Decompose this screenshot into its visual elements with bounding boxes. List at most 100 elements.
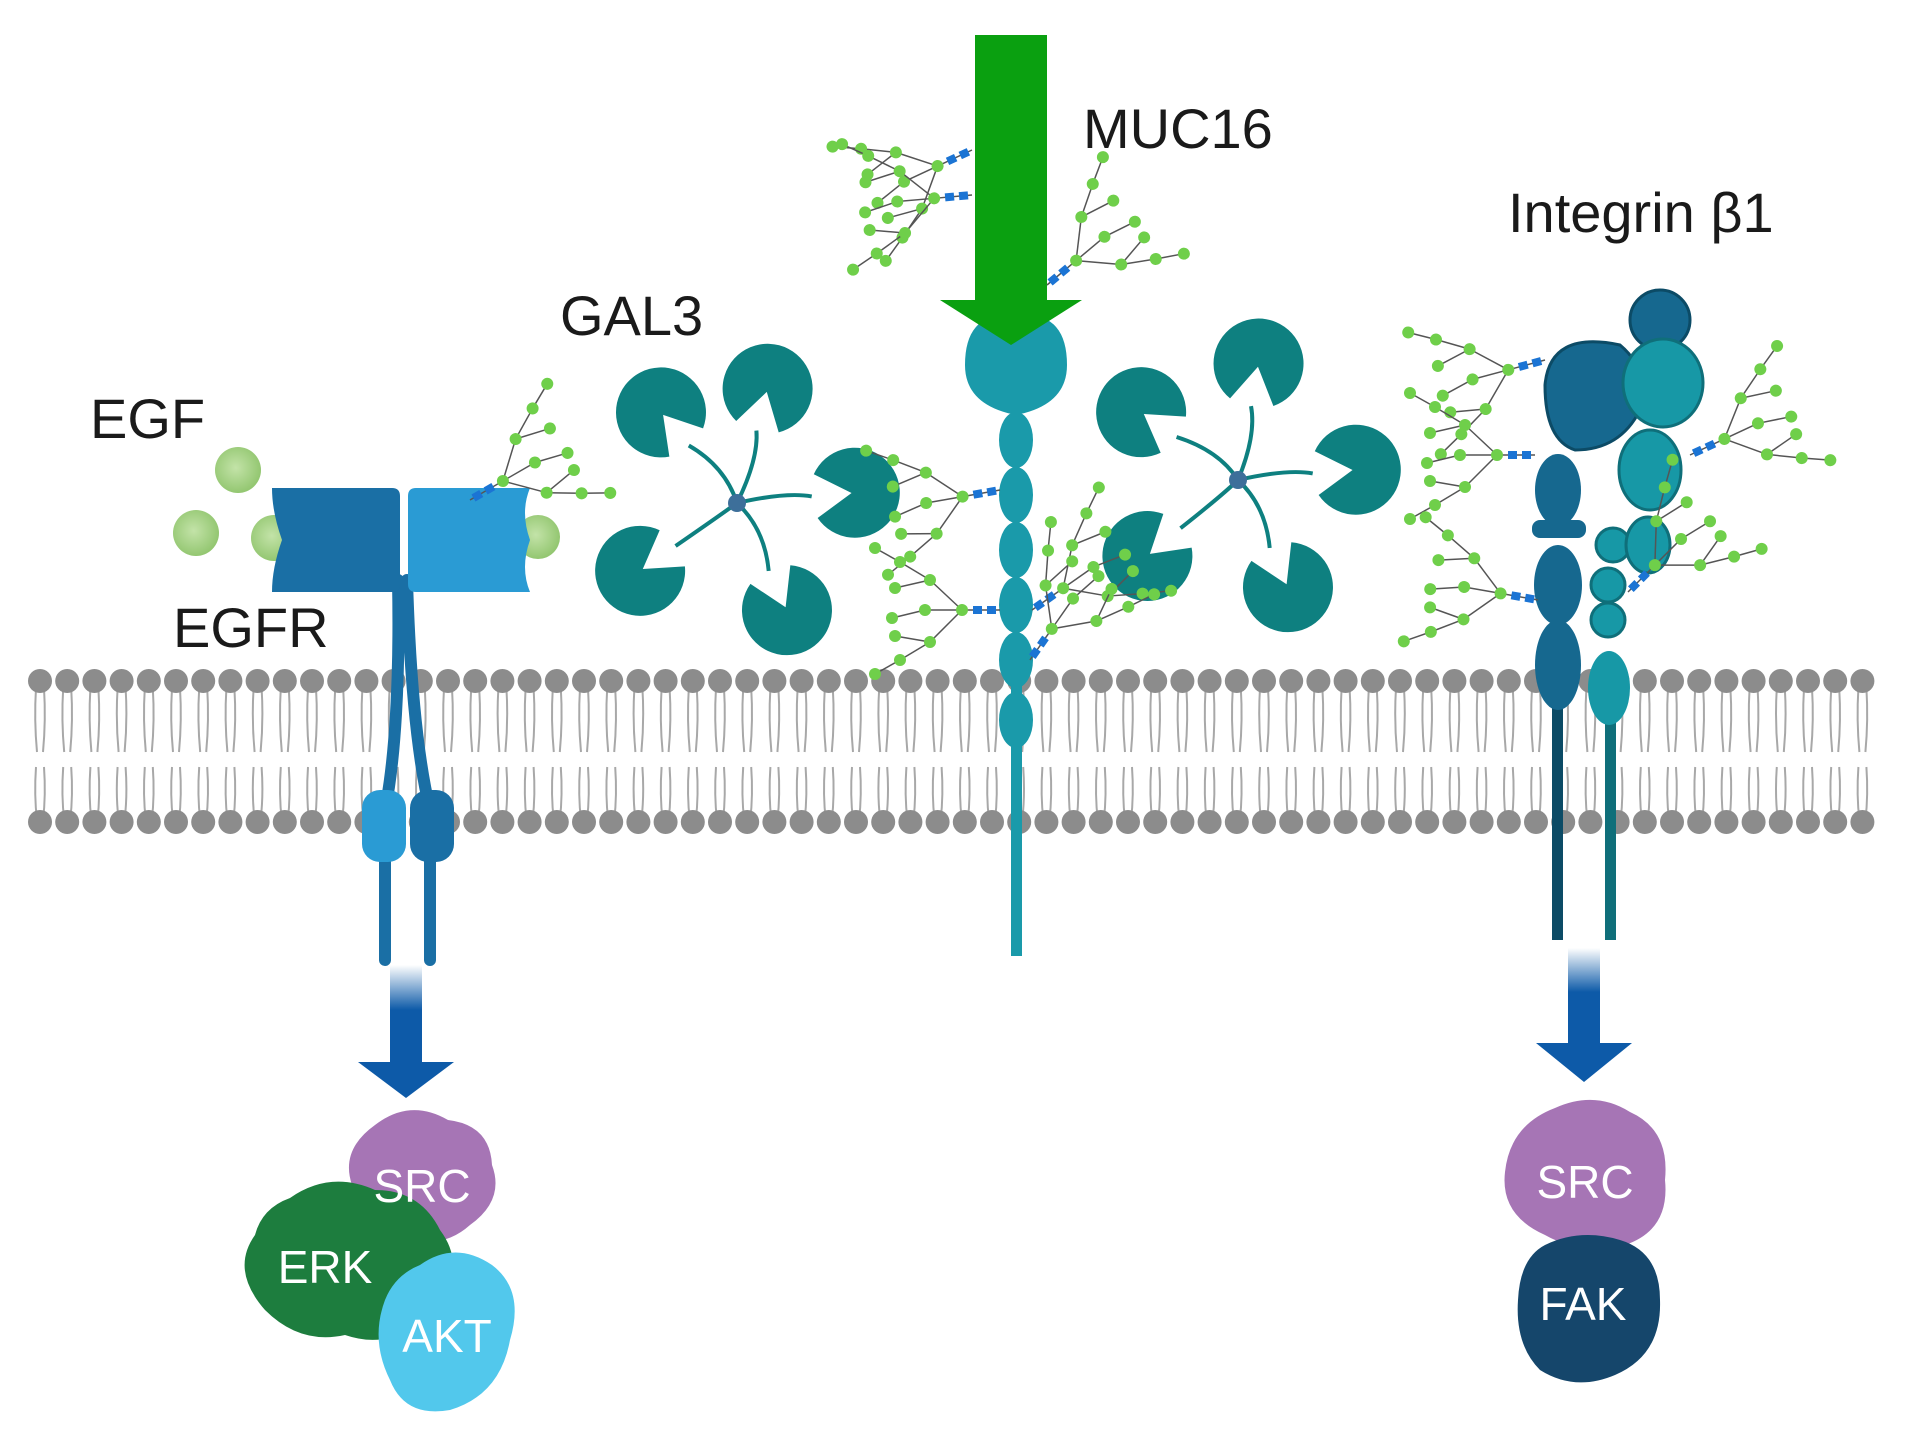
lipid-head <box>1796 669 1820 693</box>
lipid-tail <box>1122 687 1134 753</box>
glycan-sugar <box>1675 532 1688 545</box>
glycan-sugar <box>1177 247 1190 260</box>
glycan-sugar <box>889 146 902 159</box>
glycan-sugar <box>1491 449 1503 461</box>
lipid-head <box>517 669 542 693</box>
lipid-head <box>626 810 651 834</box>
glycan-sugar <box>931 160 944 173</box>
glycan-sugar <box>956 490 969 503</box>
gal3-crd-domain <box>813 447 900 538</box>
lipid-tail <box>795 687 808 753</box>
lipid-head <box>1796 810 1820 834</box>
lipid-head <box>653 669 678 693</box>
lipid-head <box>1823 669 1848 693</box>
muc16-binding-domain <box>965 314 1067 415</box>
lipid-head <box>544 810 569 834</box>
glycan-sugar <box>561 446 574 459</box>
src-protein <box>1504 1099 1666 1249</box>
glycan-sugar <box>1099 525 1112 538</box>
lipid-tail <box>306 687 318 753</box>
gal3-crd-domain <box>741 565 832 656</box>
gal3-linker <box>736 493 813 505</box>
lipid-head <box>1306 669 1331 693</box>
gal3-crd-domain <box>1213 318 1304 407</box>
glycan-sugar <box>898 175 911 188</box>
glycan-sugar <box>887 454 900 467</box>
lipid-head <box>55 669 80 693</box>
glycan-sugar <box>1479 403 1492 416</box>
glycan-glcnac <box>483 483 496 495</box>
lipid-head <box>1333 810 1358 834</box>
gal3-label: GAL3 <box>560 284 703 347</box>
lipid-head <box>136 810 161 834</box>
lipid-head <box>1224 669 1249 693</box>
glycan-sugar <box>1057 582 1070 595</box>
glycan-sugar <box>886 480 899 493</box>
fak-label: FAK <box>1540 1278 1627 1330</box>
glycan-sugar <box>1424 625 1437 638</box>
glycan-sugar <box>894 556 906 568</box>
lipid-head <box>245 810 270 834</box>
lipid-head <box>1632 669 1657 693</box>
akt-protein <box>378 1252 515 1412</box>
muc16-tandem-repeat <box>999 467 1033 523</box>
glycan-sugar <box>1650 515 1663 528</box>
glycan-sugar <box>879 254 892 267</box>
egfr-receptor <box>272 488 530 966</box>
lipid-tail <box>170 687 182 753</box>
gal3-crd-domain <box>1242 542 1333 633</box>
lipid-head <box>164 669 188 693</box>
lipid-head <box>1170 810 1195 834</box>
lipid-head <box>1143 810 1168 834</box>
glycan-sugar <box>904 550 917 563</box>
lipid-head <box>82 810 107 834</box>
lipid-tail <box>1802 687 1814 753</box>
lipid-head <box>1116 810 1140 834</box>
lipid-head <box>1768 669 1793 693</box>
lipid-head <box>1850 810 1875 834</box>
glycan-tree <box>1397 511 1539 648</box>
egfr-label: EGFR <box>173 596 329 659</box>
lipid-tail <box>1503 687 1515 753</box>
glycan-glcnac <box>1531 357 1543 368</box>
glycan-sugar <box>1694 559 1707 572</box>
glycan-sugar <box>891 195 904 208</box>
lipid-tail <box>197 687 209 753</box>
lipid-head <box>1741 669 1766 693</box>
gal3-crd-domain <box>722 343 813 433</box>
lipid-head <box>191 810 216 834</box>
integrin-signal-arrow <box>1536 948 1632 1082</box>
glycan-sugar <box>895 527 908 540</box>
lipid-tail <box>1856 687 1869 753</box>
integrin-tail-beta <box>1605 700 1616 940</box>
lipid-tail <box>986 687 998 753</box>
glycan-sugar <box>1122 600 1135 613</box>
glycan-glcnac <box>1517 360 1529 371</box>
lipid-head <box>952 669 977 693</box>
glycan-sugar <box>919 466 932 479</box>
glycan-sugar <box>1096 151 1109 164</box>
glycan-tree <box>860 444 1001 581</box>
glycan-glcnac <box>1032 599 1045 611</box>
glycan-sugar <box>836 138 849 151</box>
lipid-head <box>218 669 243 693</box>
glycan-sugar <box>1790 428 1803 441</box>
glycan-glcnac <box>1691 445 1704 457</box>
gal3-crd-domain <box>1096 367 1187 458</box>
glycan-sugar <box>886 612 898 624</box>
lipid-head <box>871 810 896 834</box>
glycan-glcnac <box>1037 635 1049 648</box>
egf-ligand <box>173 510 219 556</box>
lipid-head <box>327 810 352 834</box>
glycan-tree <box>1402 326 1546 461</box>
integrin-alpha-domain <box>1534 545 1582 625</box>
lipid-head <box>109 669 134 693</box>
glycan-sugar <box>1067 592 1080 605</box>
gal3-core <box>1229 471 1247 489</box>
glycan-sugar <box>1754 363 1767 376</box>
lipid-head <box>1442 810 1467 834</box>
gal3-linker <box>1175 435 1240 482</box>
lipid-head <box>762 810 787 834</box>
glycan-sugar <box>1463 343 1476 356</box>
lipid-tail <box>1448 687 1461 753</box>
